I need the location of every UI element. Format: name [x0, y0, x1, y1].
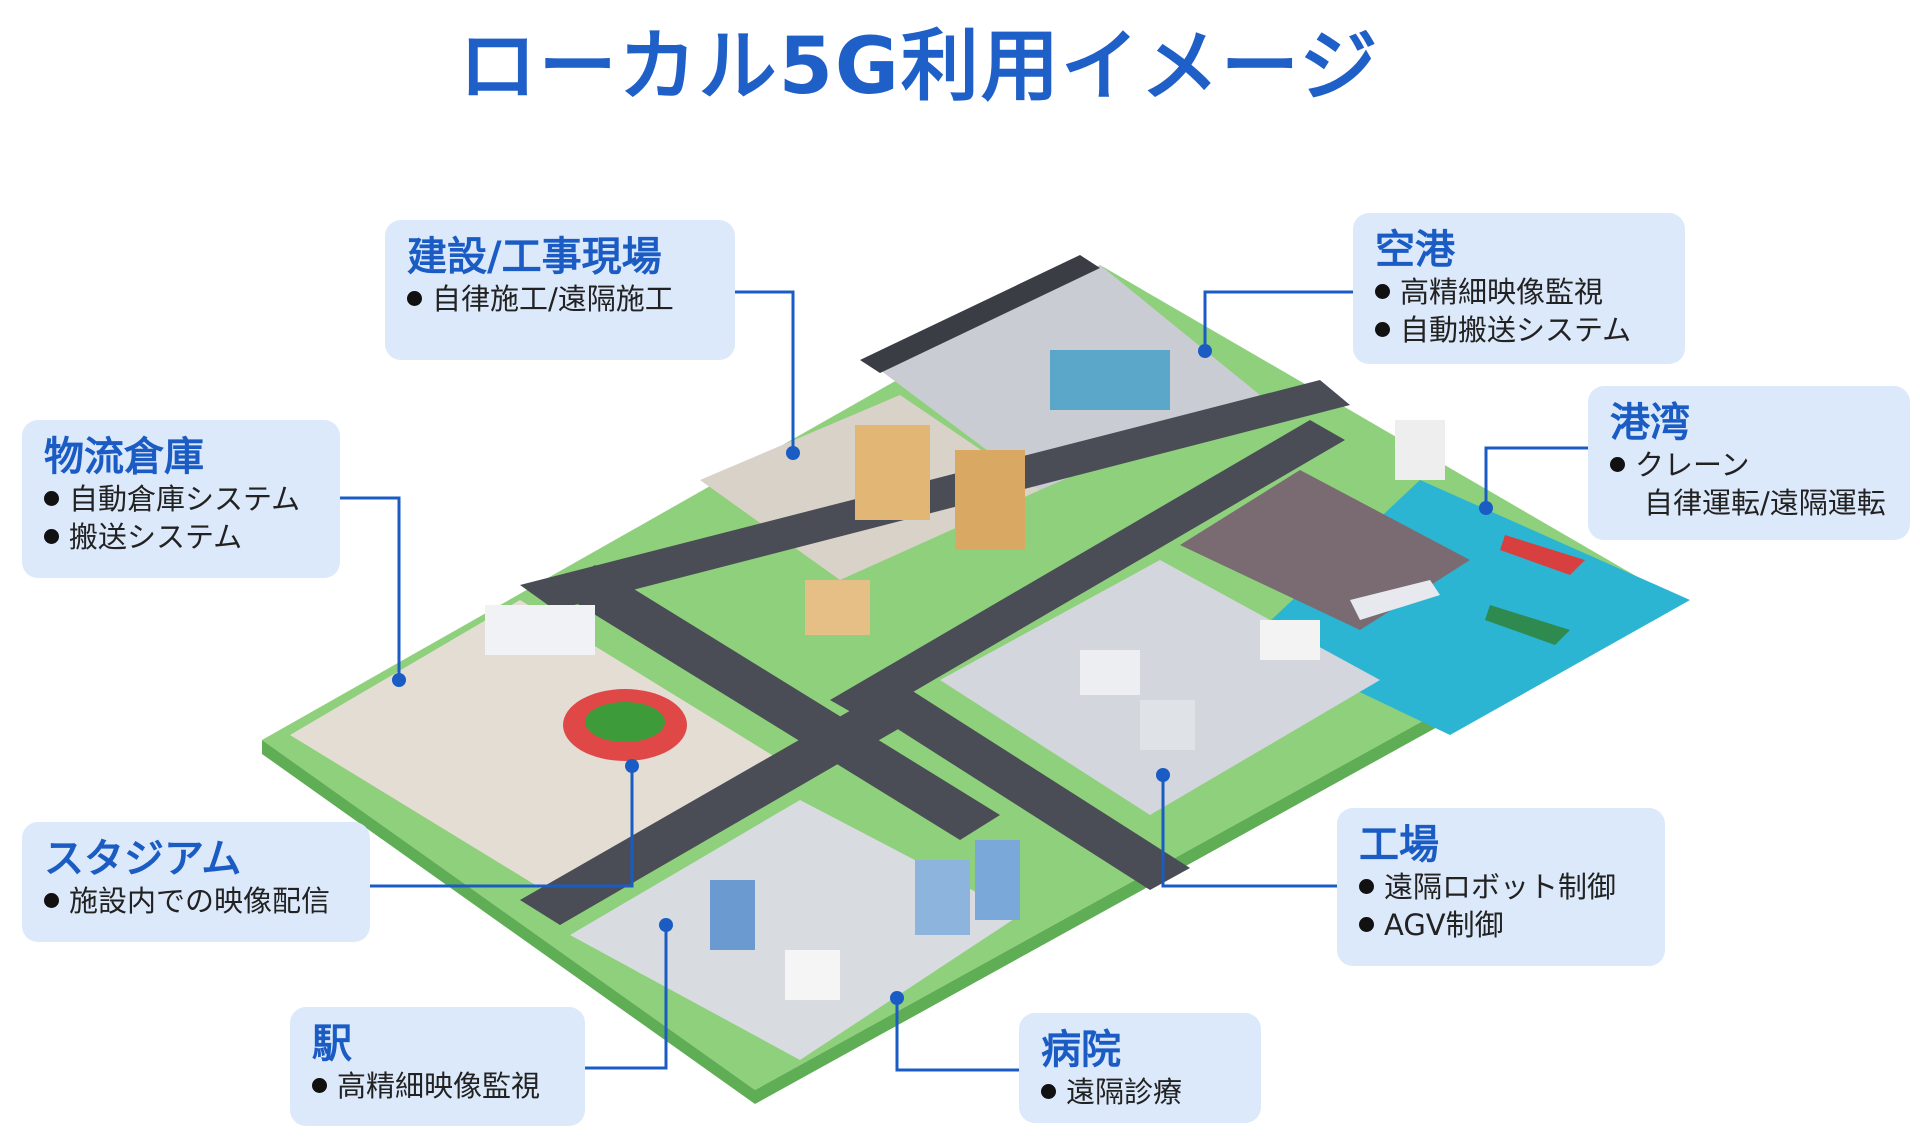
road-ne-sw — [520, 380, 1350, 610]
building — [785, 950, 840, 1000]
building — [805, 580, 870, 635]
building — [1260, 620, 1320, 660]
card-item: 搬送システム — [44, 518, 318, 556]
card-heading: スタジアム — [44, 836, 242, 882]
building — [710, 880, 755, 950]
building — [1080, 650, 1140, 695]
bullet-icon — [44, 490, 59, 506]
connector-hospital — [895, 998, 1019, 1072]
card-item: AGV制御 — [1359, 906, 1643, 944]
bullet-icon — [1375, 283, 1390, 299]
connector-airport — [1203, 290, 1353, 351]
connector-dot-stadium — [625, 759, 639, 773]
connector-port — [1484, 446, 1588, 508]
building — [1140, 700, 1195, 750]
card-item: 自動搬送システム — [1375, 311, 1663, 349]
station-block — [570, 800, 1020, 1060]
road-diagonal-4 — [860, 683, 1190, 890]
card-station: 駅 高精細映像監視 — [290, 1007, 585, 1126]
card-heading: 港湾 — [1610, 400, 1690, 446]
connector-dot-logistics — [392, 673, 406, 687]
card-item: 施設内での映像配信 — [44, 882, 348, 920]
connector-dot-port — [1479, 501, 1493, 515]
building — [955, 450, 1025, 550]
building — [855, 425, 930, 520]
ship — [1350, 580, 1440, 620]
card-heading: 建設/工事現場 — [407, 234, 662, 280]
bullet-icon — [1359, 878, 1374, 894]
card-construction: 建設/工事現場 自律施工/遠隔施工 — [385, 220, 735, 360]
runway — [860, 255, 1100, 373]
building — [1395, 420, 1445, 480]
bullet-icon — [1359, 916, 1374, 932]
building — [1050, 350, 1170, 410]
bullet-icon — [44, 528, 59, 544]
card-factory: 工場 遠隔ロボット制御 AGV制御 — [1337, 808, 1665, 966]
connector-dot-station — [659, 918, 673, 932]
connector-dot-factory — [1156, 768, 1170, 782]
card-stadium: スタジアム 施設内での映像配信 — [22, 822, 370, 942]
card-logistics: 物流倉庫 自動倉庫システム 搬送システム — [22, 420, 340, 578]
road-diagonal-2 — [830, 420, 1345, 720]
bullet-icon — [312, 1077, 327, 1093]
road-diagonal-1 — [555, 565, 1000, 840]
connector-construction — [733, 290, 795, 453]
road-diagonal-3 — [520, 705, 900, 925]
card-item: 自律施工/遠隔施工 — [407, 280, 713, 318]
card-airport: 空港 高精細映像監視 自動搬送システム — [1353, 213, 1685, 364]
bullet-icon — [1041, 1083, 1056, 1099]
connector-stadium — [370, 766, 634, 888]
connector-station — [585, 925, 668, 1070]
building — [975, 840, 1020, 920]
connector-logistics — [340, 496, 401, 680]
card-heading: 病院 — [1041, 1027, 1121, 1073]
card-item: 自律運転/遠隔運転 — [1644, 486, 1886, 520]
card-item: 高精細映像監視 — [312, 1067, 563, 1105]
connector-factory — [1161, 775, 1337, 888]
card-port: 港湾 クレーン 自律運転/遠隔運転 — [1588, 386, 1910, 540]
building — [485, 605, 595, 655]
stadium-field — [585, 702, 665, 742]
card-heading: 駅 — [312, 1021, 352, 1067]
connector-dot-construction — [786, 446, 800, 460]
ship — [1500, 535, 1585, 575]
bullet-icon — [44, 892, 59, 908]
connector-dot-airport — [1198, 344, 1212, 358]
card-heading: 工場 — [1359, 822, 1439, 868]
card-item: 遠隔ロボット制御 — [1359, 868, 1643, 906]
card-item: 高精細映像監視 — [1375, 273, 1663, 311]
page-title: ローカル5G利用イメージ — [458, 22, 1380, 112]
card-hospital: 病院 遠隔診療 — [1019, 1013, 1261, 1123]
bullet-icon — [407, 290, 422, 306]
card-heading: 空港 — [1375, 227, 1455, 273]
card-item: 遠隔診療 — [1041, 1073, 1239, 1111]
card-item: 自動倉庫システム — [44, 480, 318, 518]
card-item: クレーン — [1610, 446, 1888, 484]
ship — [1485, 605, 1570, 645]
connector-dot-hospital — [890, 991, 904, 1005]
bullet-icon — [1610, 456, 1625, 472]
building — [915, 860, 970, 935]
bullet-icon — [1375, 321, 1390, 337]
card-heading: 物流倉庫 — [44, 434, 204, 480]
